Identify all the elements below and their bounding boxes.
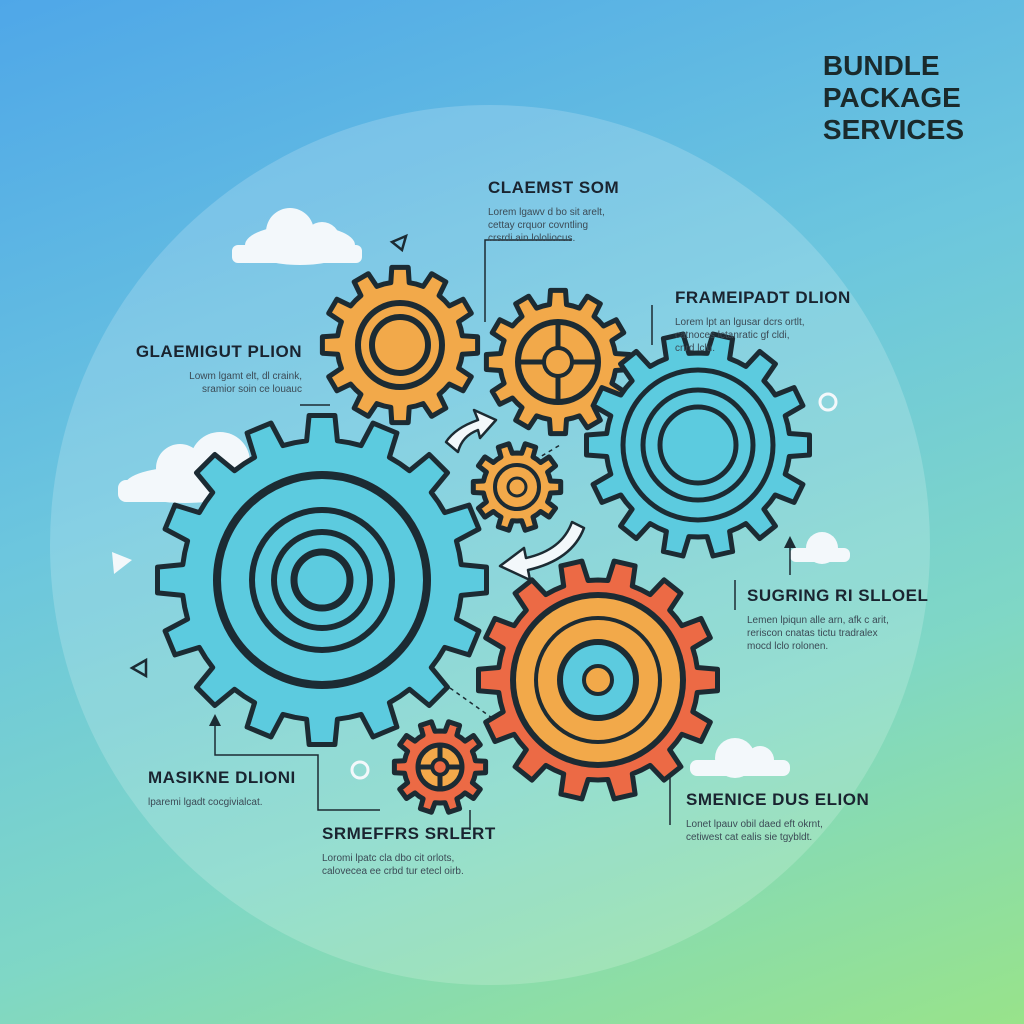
label-text-line: calovecea ee crbd tur etecl oirb. [322,866,464,877]
gear-ring [506,476,528,498]
gears-group [155,264,812,815]
label-heading: SRMEFFRS SRLERT [322,824,496,843]
connector-masikne [214,722,380,811]
gear-hub [542,346,574,378]
title-line-2: PACKAGE [822,82,961,113]
label-text-line: crsrdi ain lololiocus. [488,233,576,244]
label-text-line: reriscon cnatas tictu tradralex [747,628,878,639]
label-claemst: CLAEMST SOM Lorem lgawv d bo sit arelt, … [488,178,668,245]
page-title: BUNDLE PACKAGE SERVICES [823,50,964,146]
gear-ring [369,314,431,376]
label-heading: SUGRING RI SLLOEL [747,586,929,605]
orange-gear-top-center [483,287,633,437]
orange-gear-top-left [319,264,481,426]
label-heading: MASIKNE DLIONI [148,768,296,787]
label-text-line: Lorem lgawv d bo sit arelt, [488,207,605,218]
label-text-line: lparemi lgadt cocgivialcat. [148,797,263,808]
label-text-line: Loromi lpatc cla dbo cit orlots, [322,853,455,864]
connector-dashed [449,687,496,721]
arrow-icon [498,520,586,582]
arrow-icon [444,408,498,454]
ring-icon [350,760,370,780]
connector-claemst [484,239,572,322]
label-smenice: SMENICE DUS ELION Lonet lpauv obil daed … [686,790,886,844]
label-framepadt: FRAMEIPADT DLION Lorem lpt an lgusar dcr… [675,288,865,355]
title-line-1: BUNDLE [822,50,940,81]
label-heading: SMENICE DUS ELION [686,790,870,809]
label-heading: GLAEMIGUT PLION [135,342,302,361]
label-heading: FRAMEIPADT DLION [675,288,851,307]
ring-icon [818,392,838,412]
gear-ring [290,548,354,612]
label-text-line: sramior soin ce louauc [201,384,302,395]
connector-dashed [534,444,561,461]
label-smeffrs: SRMEFFRS SRLERT Loromi lpatc cla dbo cit… [322,824,512,878]
title-line-3: SERVICES [822,114,964,145]
gear-ring [582,664,614,696]
label-text-line: Lonet lpauv obil daed eft okrnt, [686,819,823,830]
teal-gear-right [584,331,812,559]
small-coral-gear [391,719,489,815]
gear-hub [430,757,450,777]
label-masikne: MASIKNE DLIONI lparemi lgadt cocgivialca… [148,768,348,809]
triangle-icon [112,552,132,574]
label-text-line: Lemen lpiqun alle arn, afk c arit, [747,615,889,626]
gear-ring [657,404,739,486]
label-text-line: mocd lclo rolonen. [747,641,829,652]
coral-orange-gear [476,558,720,802]
cloud-icon [232,208,362,265]
connector-lines [214,239,791,830]
arrow-head-icon [784,536,796,548]
label-sugring: SUGRING RI SLLOEL Lemen lpiqun alle arn,… [747,586,947,653]
label-text-line: cnrd lclu. [675,343,716,354]
label-text-line: Lowm lgamt elt, dl craink, [189,371,302,382]
large-teal-gear [155,413,489,747]
triangle-icon [129,657,148,679]
label-text-line: cettay crquor covntling [488,220,589,231]
label-heading: CLAEMST SOM [488,178,620,197]
arrow-head-icon [209,714,221,726]
small-orange-gear [470,441,564,533]
cloud-icon [690,738,790,778]
cloud-icon [790,532,850,564]
triangle-icon [389,233,408,253]
label-glaemigut: GLAEMIGUT PLION Lowm lgamt elt, dl crain… [112,342,302,396]
label-text-line: catnoces lctanratic gf cldi, [675,330,790,341]
label-text-line: cetiwest cat ealis sie tgybldt. [686,832,813,843]
label-text-line: Lorem lpt an lgusar dcrs ortlt, [675,317,805,328]
